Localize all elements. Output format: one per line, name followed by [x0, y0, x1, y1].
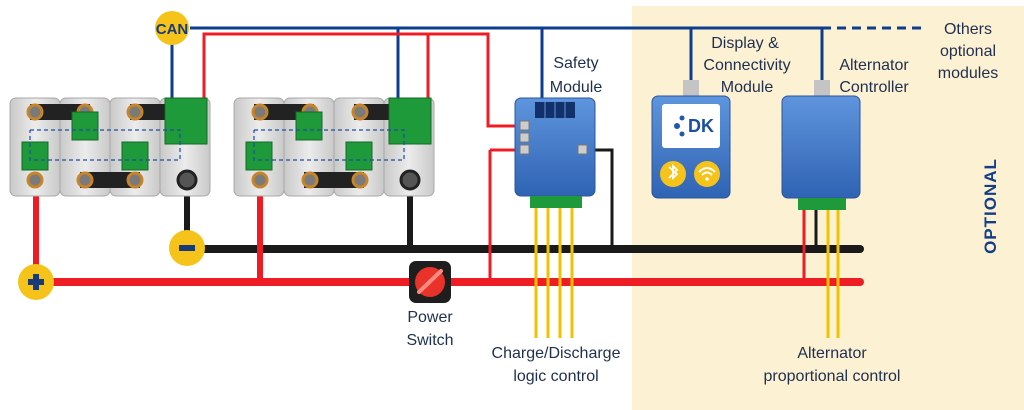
charge-logic-wires: [534, 208, 574, 338]
optional-label: OPTIONAL: [981, 158, 1000, 254]
negative-terminal-badge: [169, 230, 205, 266]
alternator-prop-label-line2: proportional control: [764, 368, 901, 385]
display-label-line1: Display &: [711, 35, 779, 52]
dk-logo: DK: [688, 116, 714, 136]
display-label-line3: Module: [721, 79, 774, 96]
power-switch-label-line1: Power: [407, 309, 453, 326]
charge-logic-label-line1: Charge/Discharge: [492, 345, 621, 362]
wifi-icon: [694, 161, 720, 187]
battery-pack-1: [9, 97, 211, 197]
alternator-label-line1: Alternator: [839, 57, 909, 74]
positive-terminal-badge: [18, 264, 54, 300]
svg-text:CAN: CAN: [156, 21, 189, 38]
others-label-line1: Others: [944, 21, 992, 38]
others-label-line3: modules: [938, 65, 998, 82]
can-bus: [170, 26, 925, 108]
alternator-label-line2: Controller: [839, 79, 909, 96]
alternator-prop-label-line1: Alternator: [797, 345, 867, 362]
safety-label-line1: Safety: [553, 55, 598, 72]
power-switch-label-line2: Switch: [406, 332, 453, 349]
power-switch[interactable]: [409, 261, 451, 303]
others-label-line2: optional: [940, 43, 996, 60]
display-connectivity-module: DK: [651, 80, 731, 199]
alternator-proportional-wires: [826, 210, 840, 338]
safety-label-line2: Module: [550, 79, 603, 96]
charge-logic-label-line2: logic control: [513, 368, 598, 385]
battery-pack-2: [233, 97, 435, 197]
safety-module: [514, 97, 596, 208]
alternator-controller: [781, 80, 861, 210]
display-label-line2: Connectivity: [703, 57, 790, 74]
can-badge: CAN: [155, 11, 189, 45]
negative-bus: [184, 148, 864, 253]
